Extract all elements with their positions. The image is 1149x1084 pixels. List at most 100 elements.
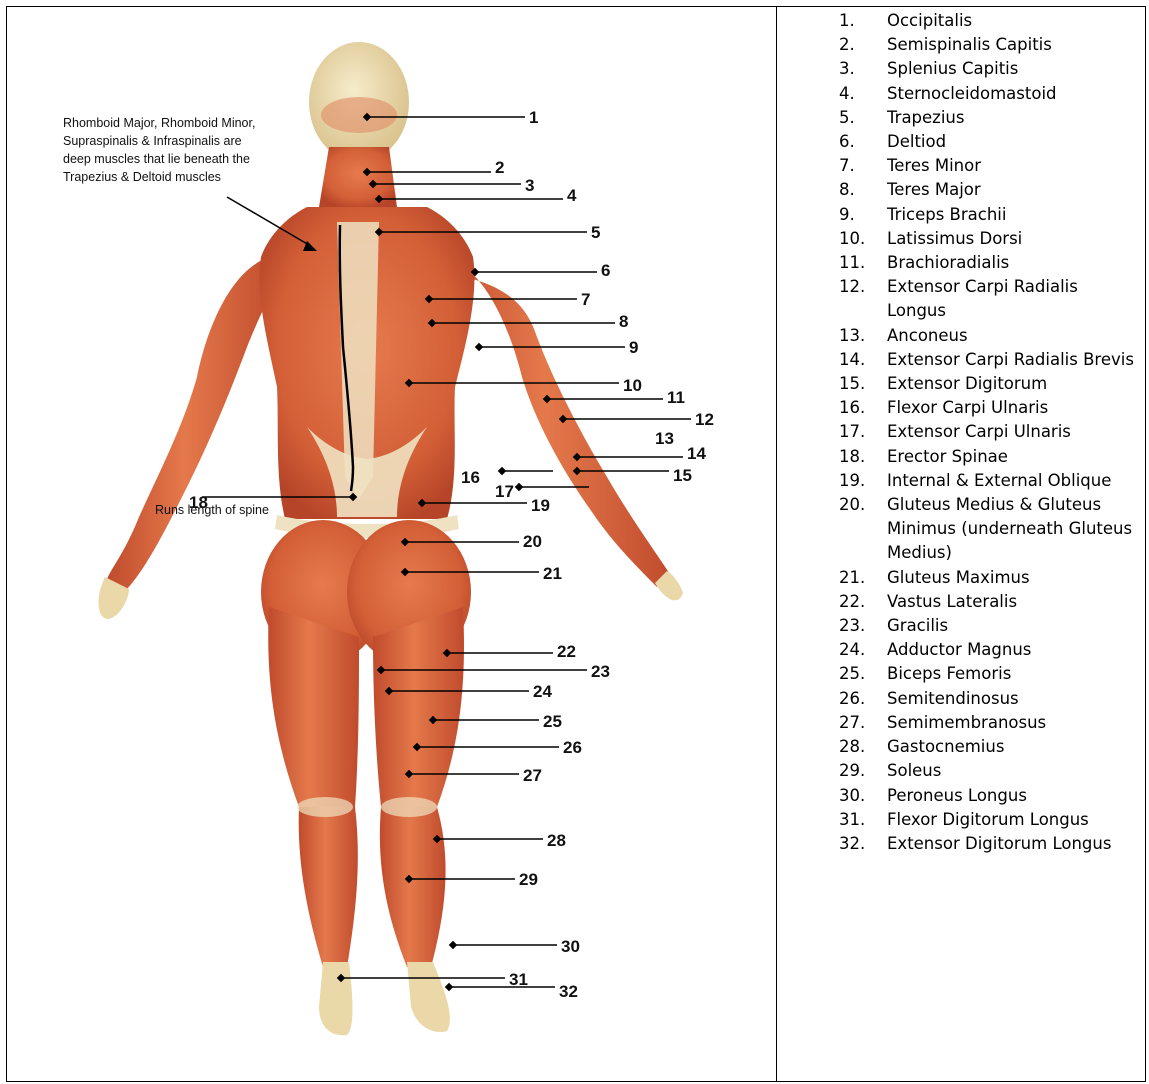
legend-number: 14. — [839, 348, 865, 372]
legend-item: 19.Internal & External Oblique — [839, 469, 1139, 493]
legend-item: 16.Flexor Carpi Ulnaris — [839, 396, 1139, 420]
legend-muscle-name: Extensor Carpi Radialis Brevis — [887, 350, 1134, 369]
legend-number: 9. — [839, 203, 855, 227]
legend-number: 32. — [839, 832, 865, 856]
callout-number: 21 — [543, 564, 562, 583]
callout-number: 20 — [523, 532, 542, 551]
legend-number: 11. — [839, 251, 865, 275]
left-thigh — [268, 607, 359, 807]
legend-muscle-name: Occipitalis — [887, 11, 972, 30]
legend-item: 5.Trapezius — [839, 106, 1139, 130]
legend-number: 12. — [839, 275, 865, 299]
right-thigh — [373, 607, 464, 807]
callout-number: 31 — [509, 970, 528, 989]
callout-number: 22 — [557, 642, 576, 661]
callout-number: 30 — [561, 937, 580, 956]
callout-number: 13 — [655, 429, 674, 448]
legend-muscle-name: Biceps Femoris — [887, 664, 1011, 683]
legend-number: 21. — [839, 566, 865, 590]
callout-marker — [515, 483, 523, 491]
legend-muscle-name: Erector Spinae — [887, 447, 1008, 466]
legend-item: 10. Latissimus Dorsi — [839, 227, 1139, 251]
legend-muscle-name: Gluteus Maximus — [887, 568, 1030, 587]
legend-item: 12. Extensor Carpi Radialis Longus — [839, 275, 1139, 323]
legend-muscle-name: Internal & External Oblique — [887, 471, 1111, 490]
legend-item: 24.Adductor Magnus — [839, 638, 1139, 662]
legend-item: 3.Splenius Capitis — [839, 57, 1139, 81]
legend-number: 8. — [839, 178, 855, 202]
legend-number: 6. — [839, 130, 855, 154]
callout-marker — [498, 467, 506, 475]
legend-muscle-name: Sternocleidomastoid — [887, 84, 1057, 103]
callout-number: 1 — [529, 108, 538, 127]
legend-muscle-name: Extensor Carpi Radialis Longus — [887, 277, 1078, 320]
legend-item: 15. Extensor Digitorum — [839, 372, 1139, 396]
callout-number: 4 — [567, 186, 577, 205]
legend-item: 28. Gastocnemius — [839, 735, 1139, 759]
legend-muscle-name: Teres Minor — [887, 156, 981, 175]
legend-item: 31.Flexor Digitorum Longus — [839, 808, 1139, 832]
legend-item: 22.Vastus Lateralis — [839, 590, 1139, 614]
legend-muscle-name: Extensor Digitorum — [887, 374, 1047, 393]
left-foot — [319, 962, 353, 1035]
legend-muscle-name: Latissimus Dorsi — [887, 229, 1022, 248]
legend-muscle-name: Gastocnemius — [887, 737, 1004, 756]
legend-number: 23. — [839, 614, 865, 638]
right-foot — [407, 962, 450, 1032]
legend-muscle-name: Semimembranosus — [887, 713, 1046, 732]
legend-item: 14. Extensor Carpi Radialis Brevis — [839, 348, 1139, 372]
legend-item: 30.Peroneus Longus — [839, 784, 1139, 808]
legend-number: 15. — [839, 372, 865, 396]
callout-number: 27 — [523, 766, 542, 785]
callout-number: 2 — [495, 158, 504, 177]
callout-number: 17 — [495, 482, 514, 501]
legend-item: 29.Soleus — [839, 759, 1139, 783]
callout-number: 25 — [543, 712, 562, 731]
legend-number: 1. — [839, 9, 855, 33]
legend-muscle-name: Soleus — [887, 761, 941, 780]
legend-panel: 1.Occipitalis2.Semispinalis Capitis3.Spl… — [777, 7, 1146, 1081]
legend-item: 21. Gluteus Maximus — [839, 566, 1139, 590]
callout-number: 29 — [519, 870, 538, 889]
legend-muscle-name: Gracilis — [887, 616, 948, 635]
legend-item: 1. Occipitalis — [839, 9, 1139, 33]
legend-item: 7.Teres Minor — [839, 154, 1139, 178]
callout-number: 9 — [629, 338, 638, 357]
legend-item: 17. Extensor Carpi Ulnaris — [839, 420, 1139, 444]
legend-muscle-name: Extensor Carpi Ulnaris — [887, 422, 1071, 441]
deep-muscle-note-line-2: Supraspinalis & Infraspinalis are — [63, 134, 242, 148]
callout-number: 6 — [601, 261, 610, 280]
right-arm — [439, 257, 672, 587]
callout-number: 5 — [591, 223, 600, 242]
legend-number: 27. — [839, 711, 865, 735]
callout-number: 26 — [563, 738, 582, 757]
legend-item: 26.Semitendinosus — [839, 687, 1139, 711]
legend-muscle-name: Triceps Brachii — [887, 205, 1006, 224]
legend-item: 6.Deltiod — [839, 130, 1139, 154]
left-knee-tendon — [297, 797, 353, 817]
callout-number: 32 — [559, 982, 578, 1001]
legend-number: 2. — [839, 33, 855, 57]
legend-muscle-name: Trapezius — [887, 108, 964, 127]
right-calf — [380, 807, 446, 967]
right-knee-tendon — [381, 797, 437, 817]
legend-item: 4. Sternocleidomastoid — [839, 82, 1139, 106]
callout-marker — [449, 941, 457, 949]
callout-number: 15 — [673, 466, 692, 485]
left-arm — [107, 257, 279, 589]
legend-number: 13. — [839, 324, 865, 348]
left-calf — [299, 807, 358, 967]
figure-panel: 1234567891011121314151617181920212223242… — [7, 7, 775, 1081]
legend-number: 18. — [839, 445, 865, 469]
legend-number: 17. — [839, 420, 865, 444]
legend-muscle-name: Flexor Carpi Ulnaris — [887, 398, 1048, 417]
legend-number: 10. — [839, 227, 865, 251]
legend-number: 22. — [839, 590, 865, 614]
callout-number: 11 — [667, 388, 685, 407]
legend-muscle-name: Anconeus — [887, 326, 968, 345]
callout-number: 7 — [581, 290, 590, 309]
legend-number: 28. — [839, 735, 865, 759]
legend-muscle-name: Gluteus Medius & Gluteus Minimus (undern… — [887, 495, 1132, 562]
legend-number: 4. — [839, 82, 855, 106]
